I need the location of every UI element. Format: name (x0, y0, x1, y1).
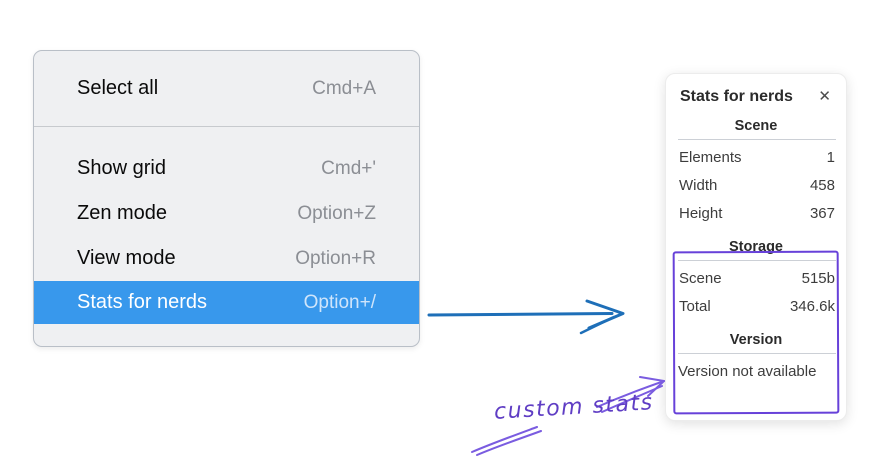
stat-label: Scene (679, 269, 722, 287)
menu-item-shortcut: Option+/ (303, 291, 376, 313)
stat-row-total: Total 346.6k (666, 292, 846, 320)
stat-row-elements: Elements 1 (666, 143, 846, 171)
section-divider (678, 353, 836, 354)
stat-label: Width (679, 176, 718, 194)
menu-item-show-grid[interactable]: Show grid Cmd+' (34, 146, 419, 191)
menu-item-label: Stats for nerds (77, 291, 208, 313)
menu-item-label: View mode (77, 247, 176, 269)
menu-item-shortcut: Option+Z (297, 202, 376, 224)
menu-item-view-mode[interactable]: View mode Option+R (34, 236, 419, 281)
stat-label: Height (679, 204, 723, 222)
section-divider (678, 139, 836, 140)
section-heading-scene: Scene (734, 118, 778, 134)
stat-label: Total (679, 297, 711, 315)
stat-value: 515b (801, 269, 835, 287)
section-heading-storage: Storage (729, 239, 783, 255)
menu-item-label: Zen mode (77, 202, 168, 224)
stat-value: 458 (809, 176, 835, 194)
menu-item-zen-mode[interactable]: Zen mode Option+Z (34, 191, 419, 236)
stat-value: 1 (826, 148, 835, 166)
menu-item-shortcut: Cmd+' (321, 157, 376, 179)
menu-item-select-all[interactable]: Select all Cmd+A (34, 51, 419, 126)
menu-divider (34, 126, 419, 127)
stats-panel-title: Stats for nerds (680, 87, 793, 105)
menu-item-label: Show grid (77, 157, 166, 179)
stat-value: 367 (809, 204, 835, 222)
menu-item-stats-for-nerds[interactable]: Stats for nerds Option+/ (34, 281, 419, 324)
stats-panel-header: Stats for nerds ✕ (666, 85, 846, 106)
stat-label: Elements (679, 148, 742, 166)
purple-arrow (596, 376, 665, 413)
section-divider (678, 260, 836, 261)
stat-row-width: Width 458 (666, 171, 846, 199)
menu-item-shortcut: Option+R (295, 247, 376, 269)
version-note: Version not available (678, 363, 817, 380)
close-icon[interactable]: ✕ (818, 88, 831, 105)
menu-group: Select all Cmd+A (34, 51, 419, 126)
stat-value: 346.6k (789, 297, 835, 315)
menu-item-label: Select all (77, 77, 159, 99)
purple-underline (471, 426, 542, 456)
stat-row-height: Height 367 (666, 199, 846, 227)
stat-row-scene: Scene 515b (666, 264, 846, 292)
annotation-label-custom-stats: custom stats (493, 390, 655, 425)
section-heading-version: Version (729, 332, 783, 348)
menu-item-shortcut: Cmd+A (312, 77, 376, 99)
blue-arrow (427, 299, 625, 335)
